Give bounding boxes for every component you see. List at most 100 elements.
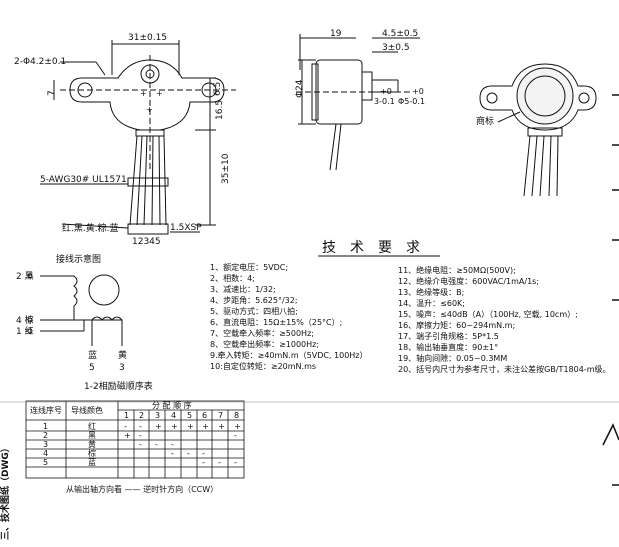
table-step-header: 4 xyxy=(171,411,176,420)
wiring-yellow-num: 3 xyxy=(119,363,125,373)
table-cell-mark: + xyxy=(171,422,178,431)
wiring-pin2: 2 黑 xyxy=(16,271,34,282)
requirements-title: 技术要求 xyxy=(322,240,434,256)
table-row-color: 红 xyxy=(88,421,96,431)
dim-side-3: 3±0.5 xyxy=(382,43,410,53)
table-row-number: 2 xyxy=(43,431,48,440)
requirement-item: 3、减速比：1/32; xyxy=(210,284,276,294)
label-callout: 商标 xyxy=(476,115,494,127)
table-row-number: 4 xyxy=(43,449,48,458)
requirement-item: 18、输出轴垂直度：90±1° xyxy=(398,342,498,352)
requirements-right: 11、绝缘电阻：≥50MΩ(500V);12、绝缘介电强度：600VAC/1mA… xyxy=(398,265,611,374)
requirement-item: 8、空载牵出频率：≥1000Hz; xyxy=(210,339,319,349)
wiring-pin4: 4 棕 xyxy=(16,314,34,326)
dim-right-35: 35±10 xyxy=(221,153,231,184)
table-cell-mark: - xyxy=(234,431,237,440)
requirement-item: 10:自定位转矩：≥20mN.ms xyxy=(210,361,316,371)
dim-right-16-5: 16.5 xyxy=(215,100,225,120)
section-label: 三、技术图纸（DWG） xyxy=(0,443,11,540)
requirement-item: 14、温升：≤60K; xyxy=(398,299,465,308)
wiring-blue: 蓝 xyxy=(88,349,97,361)
table-header-group: 分 配 顺 序 xyxy=(152,400,192,410)
requirements-left: 1、额定电压：5VDC;2、相数：4;3、减速比：1/32;4、步距角：5.62… xyxy=(210,262,368,371)
requirement-item: 9.牵入转矩：≥40mN.m（5VDC, 100Hz） xyxy=(210,350,368,360)
table-row-number: 5 xyxy=(43,458,48,467)
table-cell-mark: - xyxy=(202,458,205,467)
table-cell-mark: + xyxy=(187,422,194,431)
wiring-yellow: 黄 xyxy=(118,349,127,361)
table-cell-mark: + xyxy=(124,431,131,440)
wiring-pin1: 1 红 xyxy=(16,325,34,337)
table-row-color: 黄 xyxy=(88,439,96,449)
table-footer: 从输出轴方向看 —— 逆时针方向（CCW） xyxy=(66,484,218,494)
table-step-header: 5 xyxy=(187,411,192,420)
table-cell-mark: - xyxy=(218,458,221,467)
dim-left-7: 7 xyxy=(47,90,57,96)
wiring-diagram xyxy=(27,273,123,346)
sequence-title: 1-2相励磁顺序表 xyxy=(84,380,153,392)
right-edge-fragments xyxy=(0,94,619,486)
table-header-col1: 连线序号 xyxy=(30,405,62,415)
sequence-table-grid xyxy=(25,400,245,479)
dim-tol-a: +0 xyxy=(380,87,392,96)
top-view: + + + xyxy=(40,40,236,235)
requirement-item: 6、直流电阻：15Ω±15%（25°C）; xyxy=(210,317,342,327)
requirement-item: 16、摩擦力矩：60~294mN.m; xyxy=(398,320,515,330)
table-step-header: 2 xyxy=(139,411,144,420)
requirement-item: 17、端子引角规格：5P*1.5 xyxy=(398,331,499,341)
table-step-headers: 1 2 3 4 5 6 7 8 xyxy=(124,411,239,420)
requirement-item: 13、绝缘等级：B; xyxy=(398,287,464,297)
cable-label: 5-AWG30# UL1571 xyxy=(40,175,127,185)
table-header-col2: 导线颜色 xyxy=(71,405,103,415)
table-row-number: 1 xyxy=(43,422,48,431)
table-step-header: 3 xyxy=(155,411,160,420)
table-row-color: 黑 xyxy=(88,431,96,440)
table-cell-mark: + xyxy=(234,422,241,431)
wiring-blue-num: 5 xyxy=(89,363,95,373)
table-step-header: 8 xyxy=(234,411,239,420)
requirement-item: 12、绝缘介电强度：600VAC/1mA/1s; xyxy=(398,276,539,286)
requirement-item: 2、相数：4; xyxy=(210,273,255,283)
dim-side-shaft-dia: Φ5-0.1 xyxy=(398,97,425,106)
dim-top-width: 31±0.15 xyxy=(128,33,167,43)
requirement-item: 19、轴向间隙：0.05~0.3MM xyxy=(398,353,507,363)
connector-label: 1.5XSP xyxy=(170,223,202,233)
requirement-item: 1、额定电压：5VDC; xyxy=(210,262,288,272)
table-row-color: 棕 xyxy=(88,448,96,458)
requirement-item: 4、步距角：5.625°/32; xyxy=(210,295,298,305)
table-step-header: 7 xyxy=(218,411,223,420)
table-cell-mark: - xyxy=(202,449,205,458)
pin-numbers: 12345 xyxy=(132,237,161,247)
table-cell-mark: + xyxy=(155,422,162,431)
table-cell-mark: + xyxy=(202,422,209,431)
dim-holes: 2-Φ4.2±0.1 xyxy=(14,57,66,67)
table-cell-mark: - xyxy=(171,449,174,458)
table-cell-mark: - xyxy=(139,440,142,449)
table-cell-mark: + xyxy=(218,422,225,431)
dim-right-6-5: 6.5 xyxy=(213,82,223,96)
dim-side-4-5: 4.5±0.5 xyxy=(382,29,418,39)
requirement-item: 15、噪声：≤40dB（A）（100Hz, 空载, 10cm）; xyxy=(398,309,578,319)
table-cell-mark: - xyxy=(187,449,190,458)
table-cell-mark: - xyxy=(124,422,127,431)
table-cell-mark: - xyxy=(234,458,237,467)
requirement-item: 7、空载牵入频率：≥500Hz; xyxy=(210,328,314,338)
table-row-color: 蓝 xyxy=(88,457,96,467)
dim-side-19: 19 xyxy=(330,29,342,39)
table-step-header: 6 xyxy=(202,411,207,420)
dim-side-3-shaft: 3-0.1 xyxy=(374,97,395,106)
table-cell-mark: - xyxy=(139,422,142,431)
requirement-item: 11、绝缘电阻：≥50MΩ(500V); xyxy=(398,265,516,275)
svg-text:+: + xyxy=(156,89,163,98)
table-step-header: 1 xyxy=(124,411,129,420)
table-cell-mark: - xyxy=(171,440,174,449)
wiring-title: 接线示意图 xyxy=(56,253,101,265)
table-cell-mark: - xyxy=(139,431,142,440)
wire-colors-label: 红.黑.黄.粽.蓝 xyxy=(62,222,118,234)
iso-view xyxy=(479,63,597,197)
table-row-number: 3 xyxy=(43,440,48,449)
requirement-item: 5、驱动方式：四相八拍; xyxy=(210,306,298,316)
side-view xyxy=(296,34,420,171)
